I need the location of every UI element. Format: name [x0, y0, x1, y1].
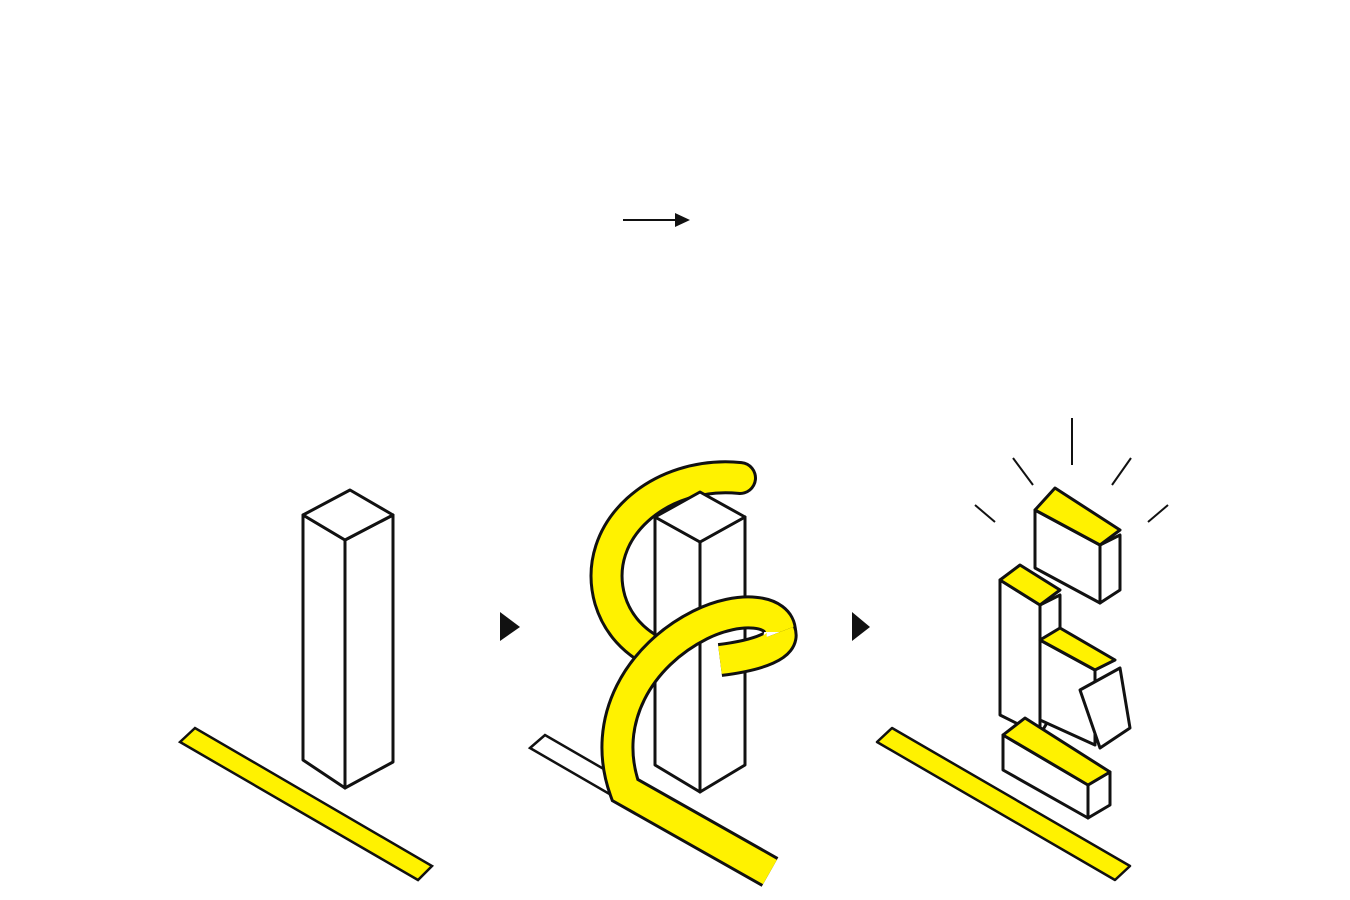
single-tower-panel [177, 488, 435, 882]
light-rays-icon [974, 418, 1169, 523]
reconfigured-tower-panel [875, 418, 1169, 882]
yellow-path-strip [177, 726, 435, 882]
tower [301, 488, 395, 790]
step-arrow-icon [500, 612, 520, 641]
step-arrow-icon [852, 612, 870, 641]
arrow-right-icon [623, 213, 690, 227]
ribbon-tower-panel [527, 460, 798, 887]
